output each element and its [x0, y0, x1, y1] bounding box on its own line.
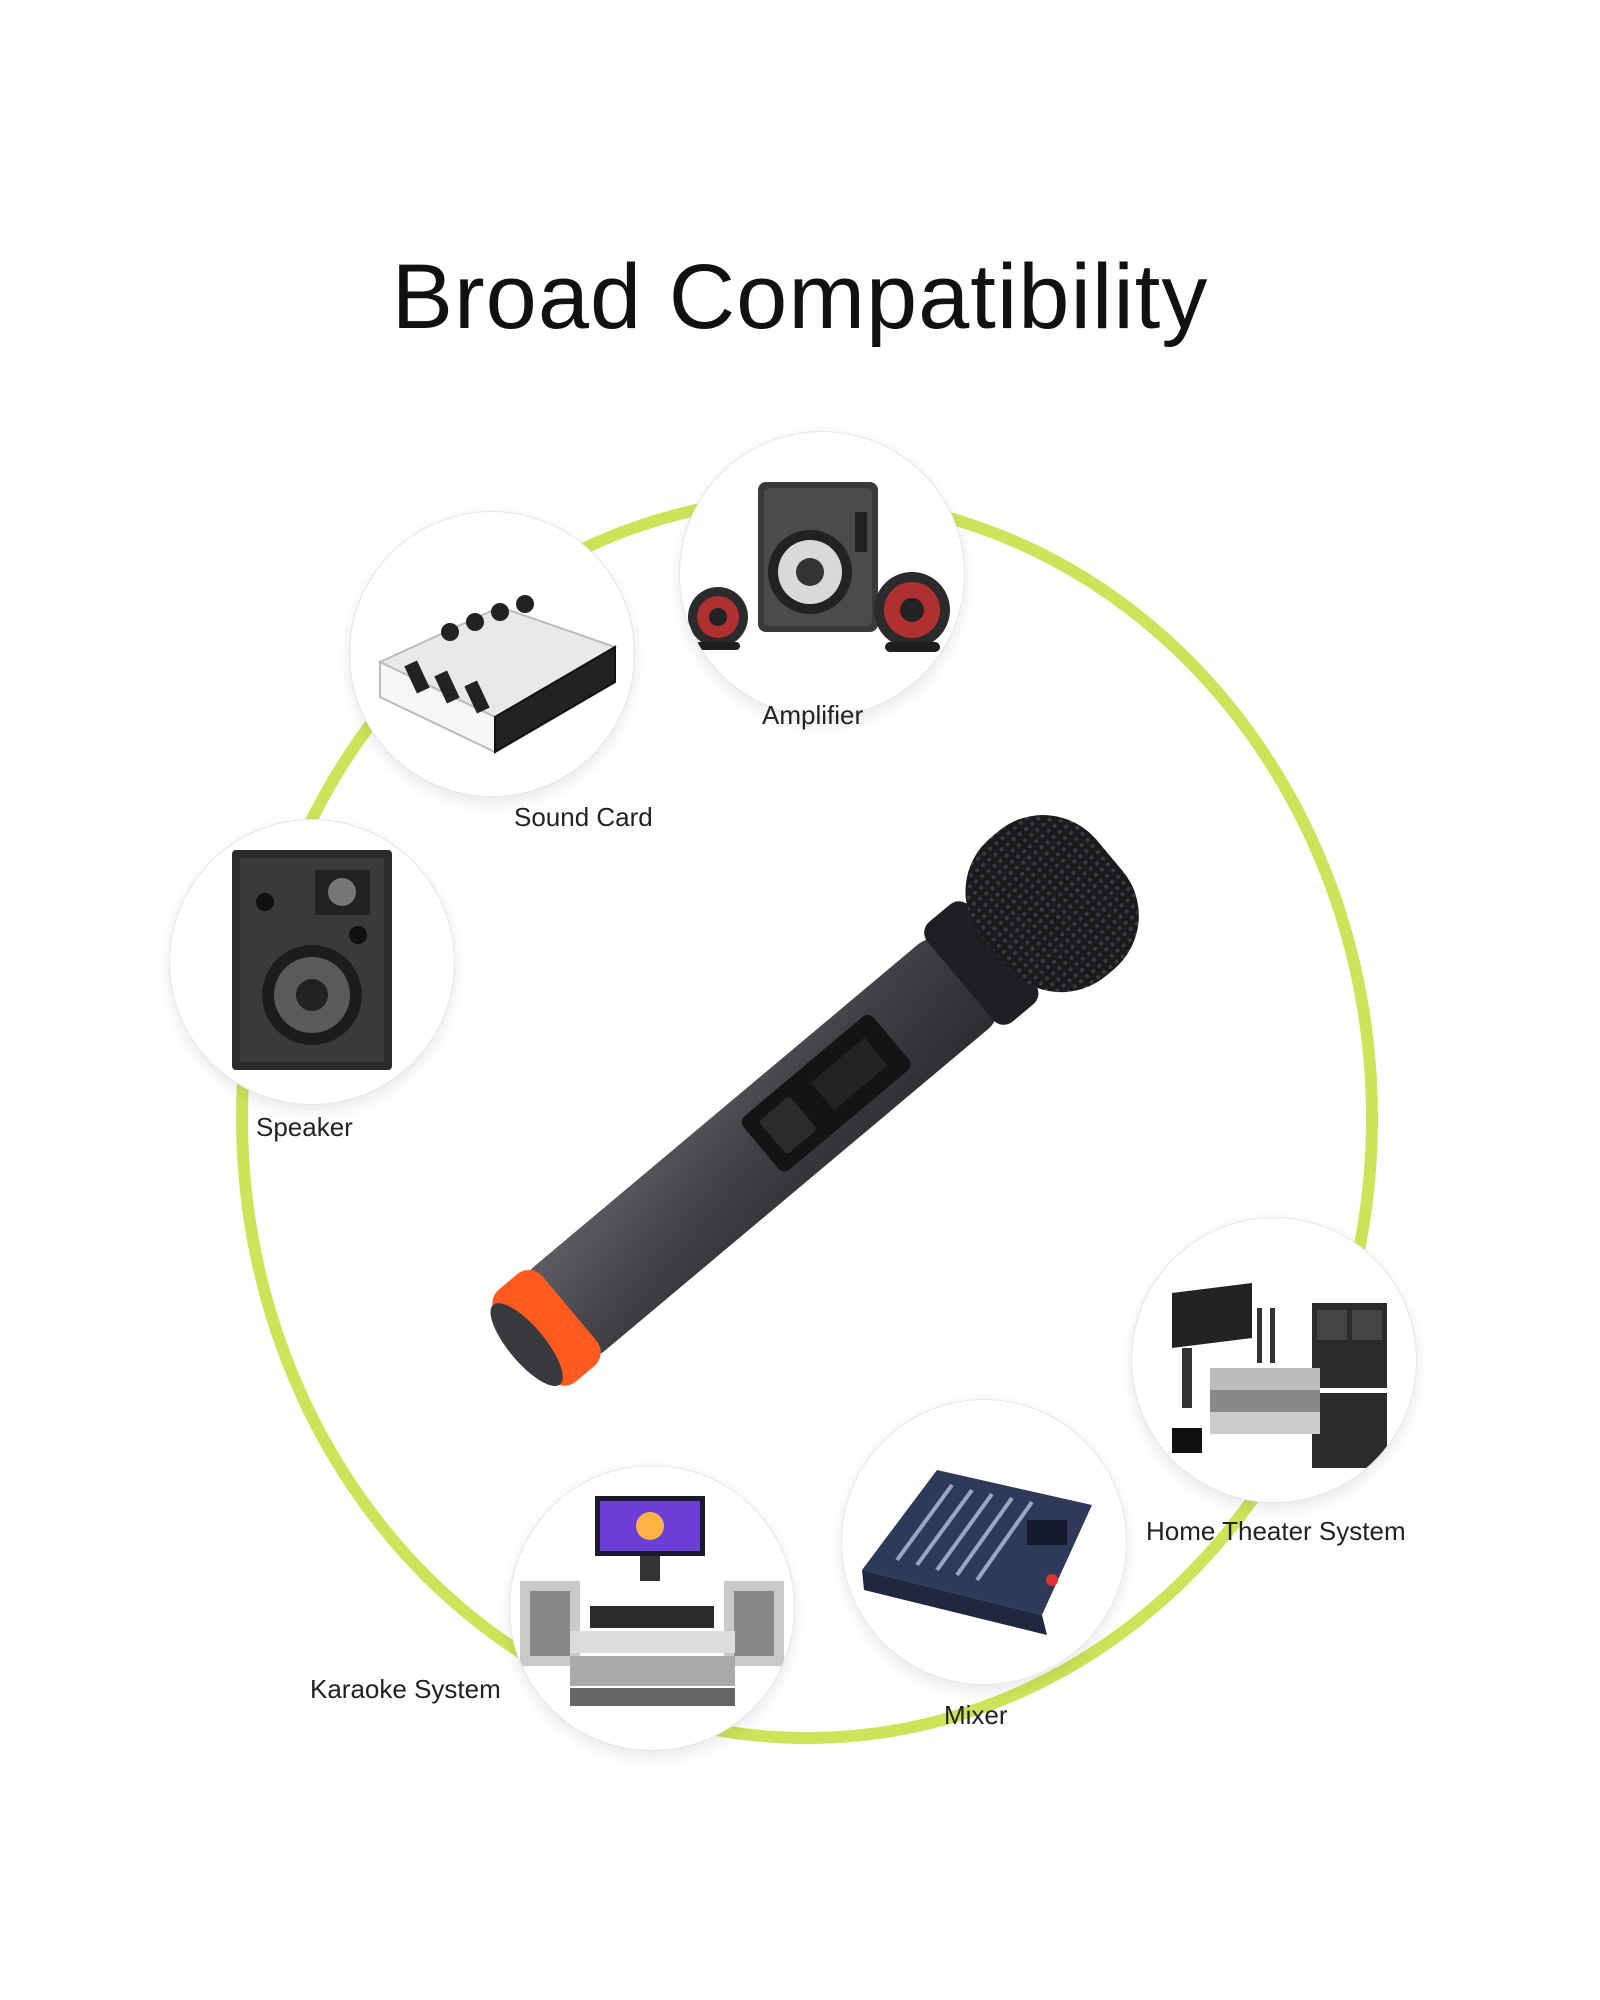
- speaker-cabinet-icon: [232, 850, 392, 1070]
- karaoke-system-icon: [520, 1496, 784, 1706]
- amplifier-node: [680, 432, 964, 716]
- home-theater-node: [1132, 1218, 1416, 1502]
- mixer-node: [842, 1400, 1126, 1684]
- wireless-microphone-icon: [490, 815, 1139, 1387]
- mixer-label: Mixer: [944, 1700, 1008, 1730]
- mixer-console-icon: [862, 1470, 1092, 1635]
- speaker-node: [170, 820, 454, 1104]
- sound-card-icon: [377, 595, 618, 754]
- amplifier-label: Amplifier: [762, 700, 864, 730]
- page-title: Broad Compatibility: [391, 246, 1209, 348]
- sound-card-label: Sound Card: [514, 802, 653, 832]
- home-theater-label: Home Theater System: [1146, 1516, 1406, 1546]
- home-theater-icon: [1172, 1283, 1387, 1468]
- karaoke-label: Karaoke System: [310, 1674, 501, 1704]
- amplifier-speakers-icon: [688, 482, 950, 652]
- speaker-label: Speaker: [256, 1112, 353, 1142]
- sound-card-node: [350, 512, 634, 796]
- karaoke-node: [510, 1466, 794, 1750]
